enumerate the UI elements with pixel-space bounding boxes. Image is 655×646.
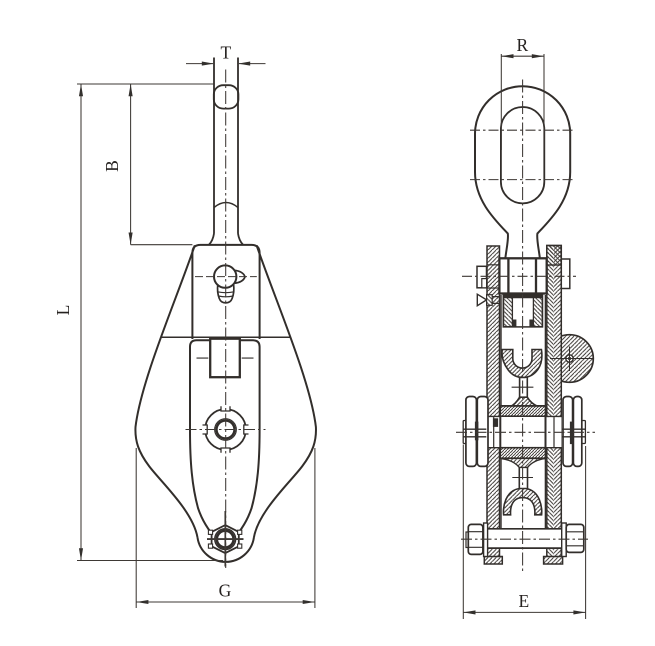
svg-text:T: T: [220, 43, 231, 63]
svg-text:B: B: [102, 160, 122, 172]
svg-text:L: L: [53, 305, 73, 316]
svg-text:R: R: [516, 35, 528, 55]
svg-text:G: G: [219, 581, 232, 601]
svg-text:E: E: [518, 591, 529, 611]
